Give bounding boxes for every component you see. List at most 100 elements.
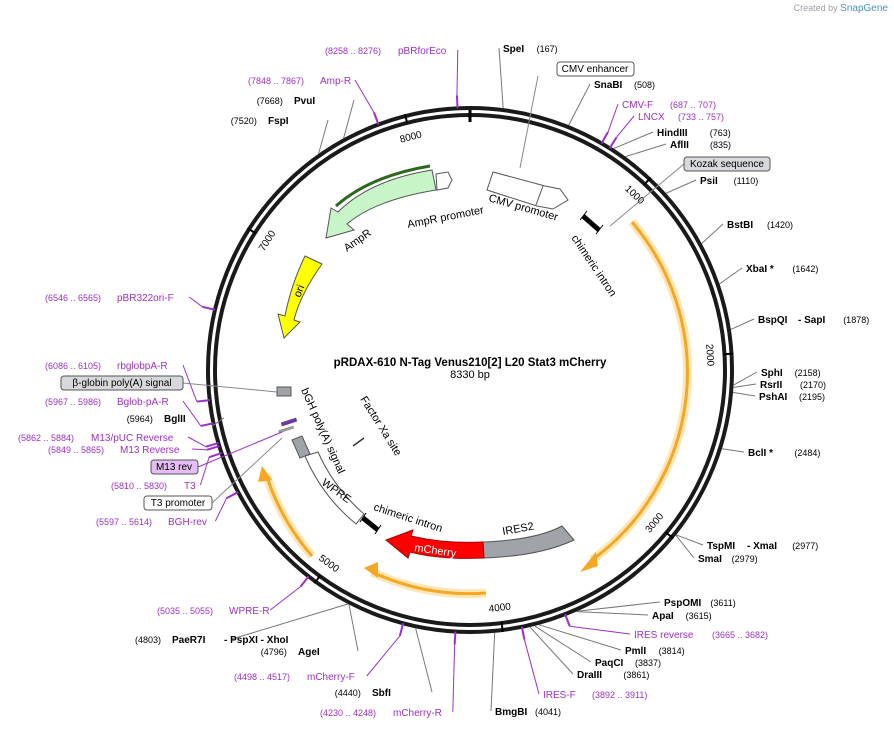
- tick-mark: [723, 352, 734, 356]
- site-leader: [568, 83, 591, 126]
- restriction-site: BspQI- SapI(1878): [758, 315, 869, 326]
- site-position: (2484): [794, 448, 820, 458]
- site-position: (3615): [686, 611, 712, 621]
- site-leader: [730, 318, 755, 330]
- primer: (5849 .. 5865)M13 Reverse: [48, 445, 180, 456]
- site-position: (1878): [843, 315, 869, 325]
- orf-arc-bottom-head: [364, 562, 378, 578]
- site-labels: SpeI(167)SnaBI(508)HindIII(763)AflII(835…: [18, 44, 869, 719]
- restriction-site: SmaI(2979): [698, 554, 758, 565]
- primer: LNCX (733 .. 757): [638, 112, 724, 123]
- primer: (8258 .. 8276)pBRforEco: [325, 46, 447, 57]
- primer-position: (5967 .. 5986): [45, 397, 101, 407]
- site-leader: [577, 601, 661, 612]
- site-name: PaqCI: [595, 658, 624, 669]
- tick-label: 7000: [257, 228, 278, 253]
- primer-position: (5035 .. 5055): [157, 606, 213, 616]
- primer-leader: [452, 644, 456, 713]
- svg-text:T3 promoter: T3 promoter: [151, 498, 206, 509]
- site-name-alt: - XmaI: [747, 541, 777, 552]
- label-factor-xa: Factor Xa site: [357, 394, 403, 458]
- site-leader: [490, 632, 496, 712]
- restriction-site: PmlI(3814): [625, 646, 685, 657]
- restriction-site: SphI(2158): [761, 368, 821, 379]
- restriction-site: BstBI(1420): [727, 220, 793, 231]
- site-name: PaeR7I: [172, 635, 206, 646]
- primer: (6086 .. 6105) rbglobpA-R: [45, 361, 168, 372]
- label-ori: ori: [292, 283, 308, 299]
- site-name: BglII: [164, 414, 186, 425]
- primer-mark: [205, 442, 219, 448]
- site-position: (1110): [734, 176, 759, 186]
- site-leader: [721, 448, 745, 453]
- site-position: (763): [710, 128, 731, 138]
- snapgene-credit: Created by SnapGene: [793, 3, 888, 14]
- boxed-t3-promoter: T3 promoter: [143, 437, 283, 511]
- tick-marks: [246, 110, 734, 633]
- restriction-site: (7668)PvuI: [257, 96, 316, 107]
- restriction-site: BmgBI(4041): [495, 707, 561, 718]
- site-name: XbaI *: [746, 264, 774, 275]
- site-name: FspI: [268, 116, 289, 127]
- site-position: (4796): [261, 647, 287, 657]
- plasmid-length: 8330 bp: [450, 369, 490, 381]
- primer-mark: [398, 623, 405, 637]
- primer-mark: [208, 452, 222, 459]
- primer-leader: [607, 103, 619, 133]
- primer: (4230 .. 4248)mCherry-R: [320, 708, 442, 719]
- primer-name: T3: [184, 481, 196, 492]
- site-name: AgeI: [298, 647, 320, 658]
- restriction-site: PspOMI(3611): [664, 598, 736, 609]
- primer-position: (733 .. 757): [678, 112, 724, 122]
- primer-position: (7848 .. 7867): [248, 76, 304, 86]
- primer-name: M13 Reverse: [120, 445, 180, 456]
- site-position: (4440): [335, 688, 361, 698]
- primer-position: (6546 .. 6565): [45, 293, 101, 303]
- site-leader: [343, 99, 355, 139]
- restriction-site: BclI *(2484): [748, 448, 820, 459]
- primer: (5967 .. 5986)Bglob-pA-R: [45, 397, 169, 408]
- primer-name: LNCX: [638, 112, 665, 123]
- site-leader: [733, 371, 758, 386]
- primer-leader: [199, 456, 210, 486]
- primer-leader: [269, 586, 301, 611]
- feature-chimeric-intron-top: [579, 210, 604, 235]
- primer-name: rbglobpA-R: [117, 361, 168, 372]
- primer-leader: [616, 115, 635, 138]
- site-leader: [529, 626, 574, 675]
- primer-name: M13/pUC Reverse: [91, 433, 174, 444]
- primer-position: (5810 .. 5830): [111, 481, 167, 491]
- restriction-site: ApaI(3615): [652, 611, 712, 622]
- svg-text:CMV enhancer: CMV enhancer: [562, 64, 629, 75]
- primer-mark: [453, 631, 457, 645]
- svg-text:β-globin poly(A) signal: β-globin poly(A) signal: [72, 378, 171, 389]
- site-leader: [665, 179, 697, 194]
- orf-arc-bottom-core: [371, 570, 487, 596]
- restriction-site: XbaI *(1642): [746, 264, 818, 275]
- site-position: (3861): [623, 670, 649, 680]
- primer-mark: [373, 111, 380, 125]
- primer-position: (4498 .. 4517): [234, 672, 290, 682]
- restriction-site: (4796) AgeI: [261, 647, 320, 658]
- feature-chimeric-intron-bottom: [359, 512, 382, 535]
- site-position: (2158): [795, 368, 821, 378]
- label-chimeric-intron-bottom: chimeric intron: [372, 501, 444, 535]
- site-leader: [348, 604, 359, 652]
- site-name: PshAI: [759, 392, 788, 403]
- restriction-site: PaqCI(3837): [595, 658, 661, 669]
- site-name: BspQI: [758, 315, 788, 326]
- site-leader: [576, 611, 649, 616]
- tick-mark: [643, 176, 652, 186]
- site-leader: [538, 624, 622, 651]
- tick-label: 3000: [644, 511, 667, 535]
- site-position: (508): [634, 80, 655, 90]
- primer-leader: [569, 625, 631, 635]
- primer-position: (6086 .. 6105): [45, 361, 101, 371]
- site-position: (1420): [767, 220, 793, 230]
- site-position: (7520): [231, 116, 257, 126]
- restriction-site: DraIII(3861): [577, 670, 649, 681]
- backbone-outer: [206, 106, 734, 634]
- primer-name: IRES reverse: [634, 630, 694, 641]
- site-position: (835): [710, 140, 731, 150]
